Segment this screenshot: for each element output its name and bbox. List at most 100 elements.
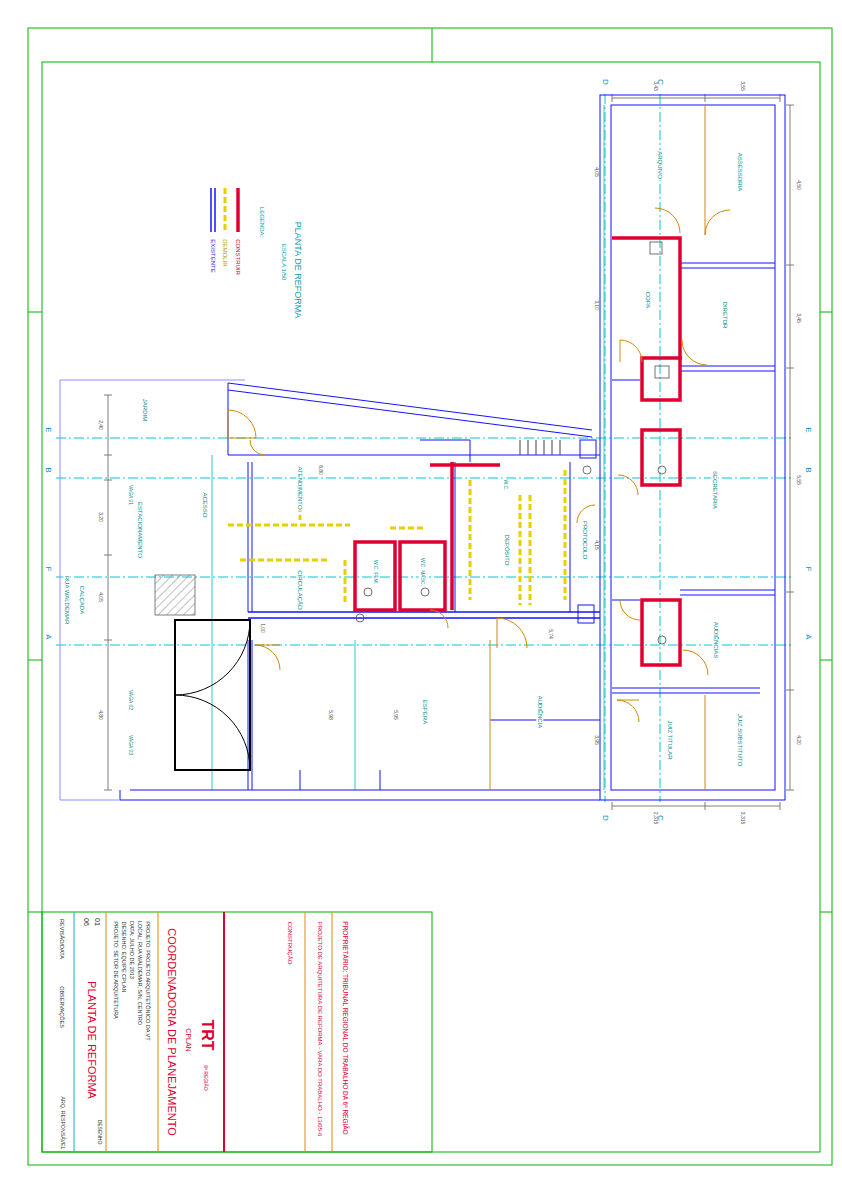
dimension-lines-part <box>212 455 213 790</box>
dimension: 2,315 <box>652 811 658 826</box>
dimension: 5,74 <box>547 628 553 640</box>
legend-samples-part <box>224 188 227 232</box>
sheet-frame-part <box>28 912 42 913</box>
axis-letter: B <box>44 466 53 473</box>
phase-line: CONSTRUÇÃO <box>287 920 294 965</box>
dimension: 3,315 <box>739 811 745 826</box>
walls-to-build-part <box>400 542 445 610</box>
sheet-frame-part <box>42 62 820 1152</box>
room-name: PROTOCOLO <box>582 520 589 560</box>
area-name: ACESSO <box>202 491 209 518</box>
room-name: ASSESSORIA <box>737 152 744 193</box>
dimension-lines-part <box>612 802 613 810</box>
sheet-field: DESENHO <box>96 1119 102 1146</box>
sheet-frame-part <box>28 28 832 1165</box>
fixtures-part <box>658 466 666 474</box>
gate <box>175 620 250 770</box>
sheet-number: 01 <box>93 917 101 927</box>
axis-letter: A <box>804 633 813 640</box>
walls-to-demolish-part <box>240 559 330 562</box>
walls-to-demolish-part <box>529 495 532 605</box>
room-name: AUDIÊNCIA <box>537 695 544 730</box>
dimension: 3,20 <box>97 511 103 523</box>
existing-walls-part <box>248 612 600 618</box>
dimension: 2,40 <box>97 419 103 431</box>
title-block-lines-part <box>74 912 75 1152</box>
revision-field: REVISÃO/DATA <box>59 918 65 960</box>
axis-letter: E <box>804 426 813 433</box>
parking-space: VAGA 03 <box>127 734 133 756</box>
fixtures-part <box>655 366 669 378</box>
door-swings-part <box>228 410 256 438</box>
walls-to-demolish-part <box>344 560 347 605</box>
sheet-frame-part <box>42 912 432 1152</box>
street-name: RUA WALDEMAR <box>64 575 71 625</box>
existing-walls-part <box>580 440 596 458</box>
legend-text: CONSTRUIR <box>235 238 242 276</box>
dimension-lines-part <box>108 395 109 790</box>
door-swings-part <box>497 618 527 648</box>
area-name: JARDIM <box>142 398 149 422</box>
walls-to-demolish <box>228 470 565 605</box>
dimension-lines-part <box>604 105 605 790</box>
dimension: 5,55 <box>795 474 801 486</box>
sheet-frame-part <box>432 28 433 62</box>
walls-to-demolish-part <box>228 524 350 527</box>
legend-text: EXISTENTE <box>210 238 217 273</box>
dimension: 6,80 <box>317 464 323 476</box>
dimension-lines-part <box>780 802 781 810</box>
existing-walls-part <box>228 383 592 437</box>
walls-to-demolish-part <box>519 495 522 605</box>
existing-walls-part <box>578 605 594 623</box>
fixtures <box>356 242 669 644</box>
project-info: DATA: JULHO DE 2013 <box>129 920 135 980</box>
title-block-lines-part <box>223 912 225 1152</box>
door-swings-part <box>250 440 265 455</box>
title-block-lines <box>74 912 332 1152</box>
room-name: AUDIÊNCIAS <box>713 621 720 660</box>
axis-letter: B <box>804 466 813 473</box>
existing-walls-part <box>420 440 470 462</box>
sheet-frame <box>28 28 832 1165</box>
door-swings-part <box>618 475 638 495</box>
dimension-lines-part <box>612 98 780 99</box>
sheet-frame-part <box>820 312 832 313</box>
door-swings-part <box>655 208 680 233</box>
walls-to-build-part <box>642 600 680 665</box>
walls-to-build-part <box>450 462 454 610</box>
dimension: 4,15 <box>593 539 599 551</box>
title-block-lines-part <box>106 912 107 1152</box>
axis-letter: F <box>804 566 813 573</box>
dimension-lines-part <box>786 690 794 691</box>
existing-walls-part <box>490 720 600 721</box>
title-block-lines-part <box>158 912 159 1152</box>
walls-to-build-part <box>612 238 680 360</box>
dimension-lines-part <box>104 480 112 481</box>
existing-walls-part <box>300 770 380 790</box>
room-name: JUIZ SUBSTITUTO <box>737 713 744 767</box>
room-name: W.C. <box>502 479 508 492</box>
existing-walls-part <box>680 366 775 371</box>
area-name: ESTACIONAMENTO <box>137 501 144 559</box>
dimension-lines-part <box>786 790 794 791</box>
existing-walls-part <box>455 462 570 612</box>
dimension-lines-part <box>786 265 794 266</box>
dimension: 4,50 <box>795 179 801 191</box>
sheet-number: 06 <box>82 917 90 927</box>
room-name: DIRETOR <box>722 301 729 330</box>
fixtures-part <box>658 636 666 644</box>
parking-space: VAGA 02 <box>127 689 133 711</box>
dimension-lines-part <box>790 105 791 790</box>
logo-text: TRT <box>198 1018 216 1051</box>
project-info: DESENHO: EQUIPE CPLAN <box>121 920 127 993</box>
axis-letter: A <box>44 633 53 640</box>
dimension-lines-part <box>786 368 794 369</box>
sheet-frame-part <box>820 912 832 913</box>
dimension: 3,43 <box>652 80 658 92</box>
logo-subtext: CPLAN <box>184 1027 192 1052</box>
room-name: ARQUIVO <box>657 150 664 180</box>
hatched-area <box>155 575 195 615</box>
dimension: 4,20 <box>795 734 801 746</box>
legend-samples-part <box>214 188 216 232</box>
